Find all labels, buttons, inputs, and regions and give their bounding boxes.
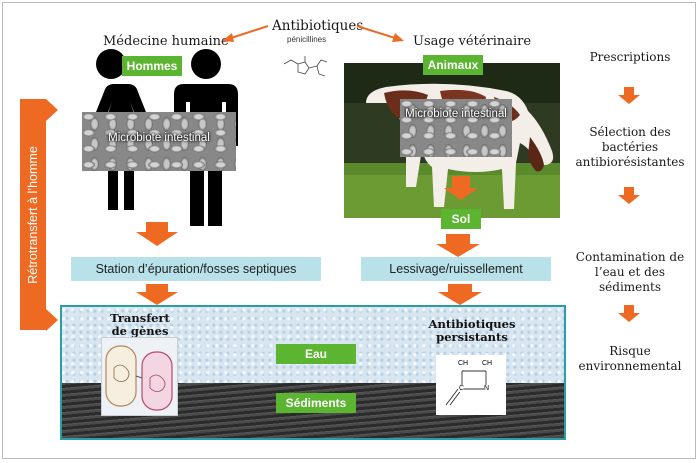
- hommes-label: Hommes: [122, 56, 182, 76]
- station-epuration-box: Station d’épuration/fosses septiques: [71, 257, 321, 281]
- retrotransfert-bar: [20, 99, 46, 330]
- antibiotiques-persistants-label: Antibiotiques persistants: [428, 317, 516, 345]
- figure-frame: [2, 2, 696, 459]
- eau-label: Eau: [276, 344, 356, 364]
- microbiote-animal-image: [400, 99, 512, 157]
- chemical-structure-image: CH CH C N: [436, 355, 506, 415]
- microbiote-human-image: [82, 112, 236, 171]
- penicillin-molecule-icon: [283, 56, 328, 77]
- gene-transfer-image: [101, 337, 178, 416]
- right-step-selection: Sélection des bactéries antibiorésistant…: [575, 125, 685, 169]
- retrotransfert-label: Rétrotransfert à l’homme: [26, 145, 40, 284]
- usage-veterinaire-label: Usage vétérinaire: [413, 34, 532, 49]
- medecine-humaine-label: Médecine humaine: [103, 34, 229, 49]
- right-step-contamination: Contamination de l’eau et des sédiments: [575, 250, 685, 294]
- right-step-risque: Risque environnemental: [578, 344, 682, 373]
- microbiote-animal-label: Microbiote intestinal: [404, 108, 508, 121]
- antibiotiques-title: Antibiotiques: [272, 18, 364, 34]
- animaux-label: Animaux: [423, 55, 483, 75]
- retrotransfert-text-wrap: Rétrotransfert à l’homme: [20, 99, 46, 330]
- microbiote-human-label: Microbiote intestinal: [108, 132, 210, 144]
- microbiote-animal-text: Microbiote intestinal: [405, 108, 507, 120]
- chem-n: N: [484, 385, 490, 392]
- bacteria-illustration: [105, 345, 173, 411]
- sediments-label: Sédiments: [276, 393, 356, 413]
- penicillines-label: pénicillines: [287, 35, 327, 44]
- transfert-genes-label: Transfert de gènes: [110, 311, 170, 339]
- chem-c: C: [459, 385, 465, 392]
- right-step-prescriptions: Prescriptions: [589, 50, 671, 64]
- chem-ch1: CH: [458, 360, 469, 367]
- sol-label: Sol: [441, 209, 481, 229]
- chem-ch2: CH: [482, 360, 493, 367]
- lessivage-box: Lessivage/ruissellement: [361, 257, 551, 281]
- beta-lactam-ring-icon: [445, 370, 487, 406]
